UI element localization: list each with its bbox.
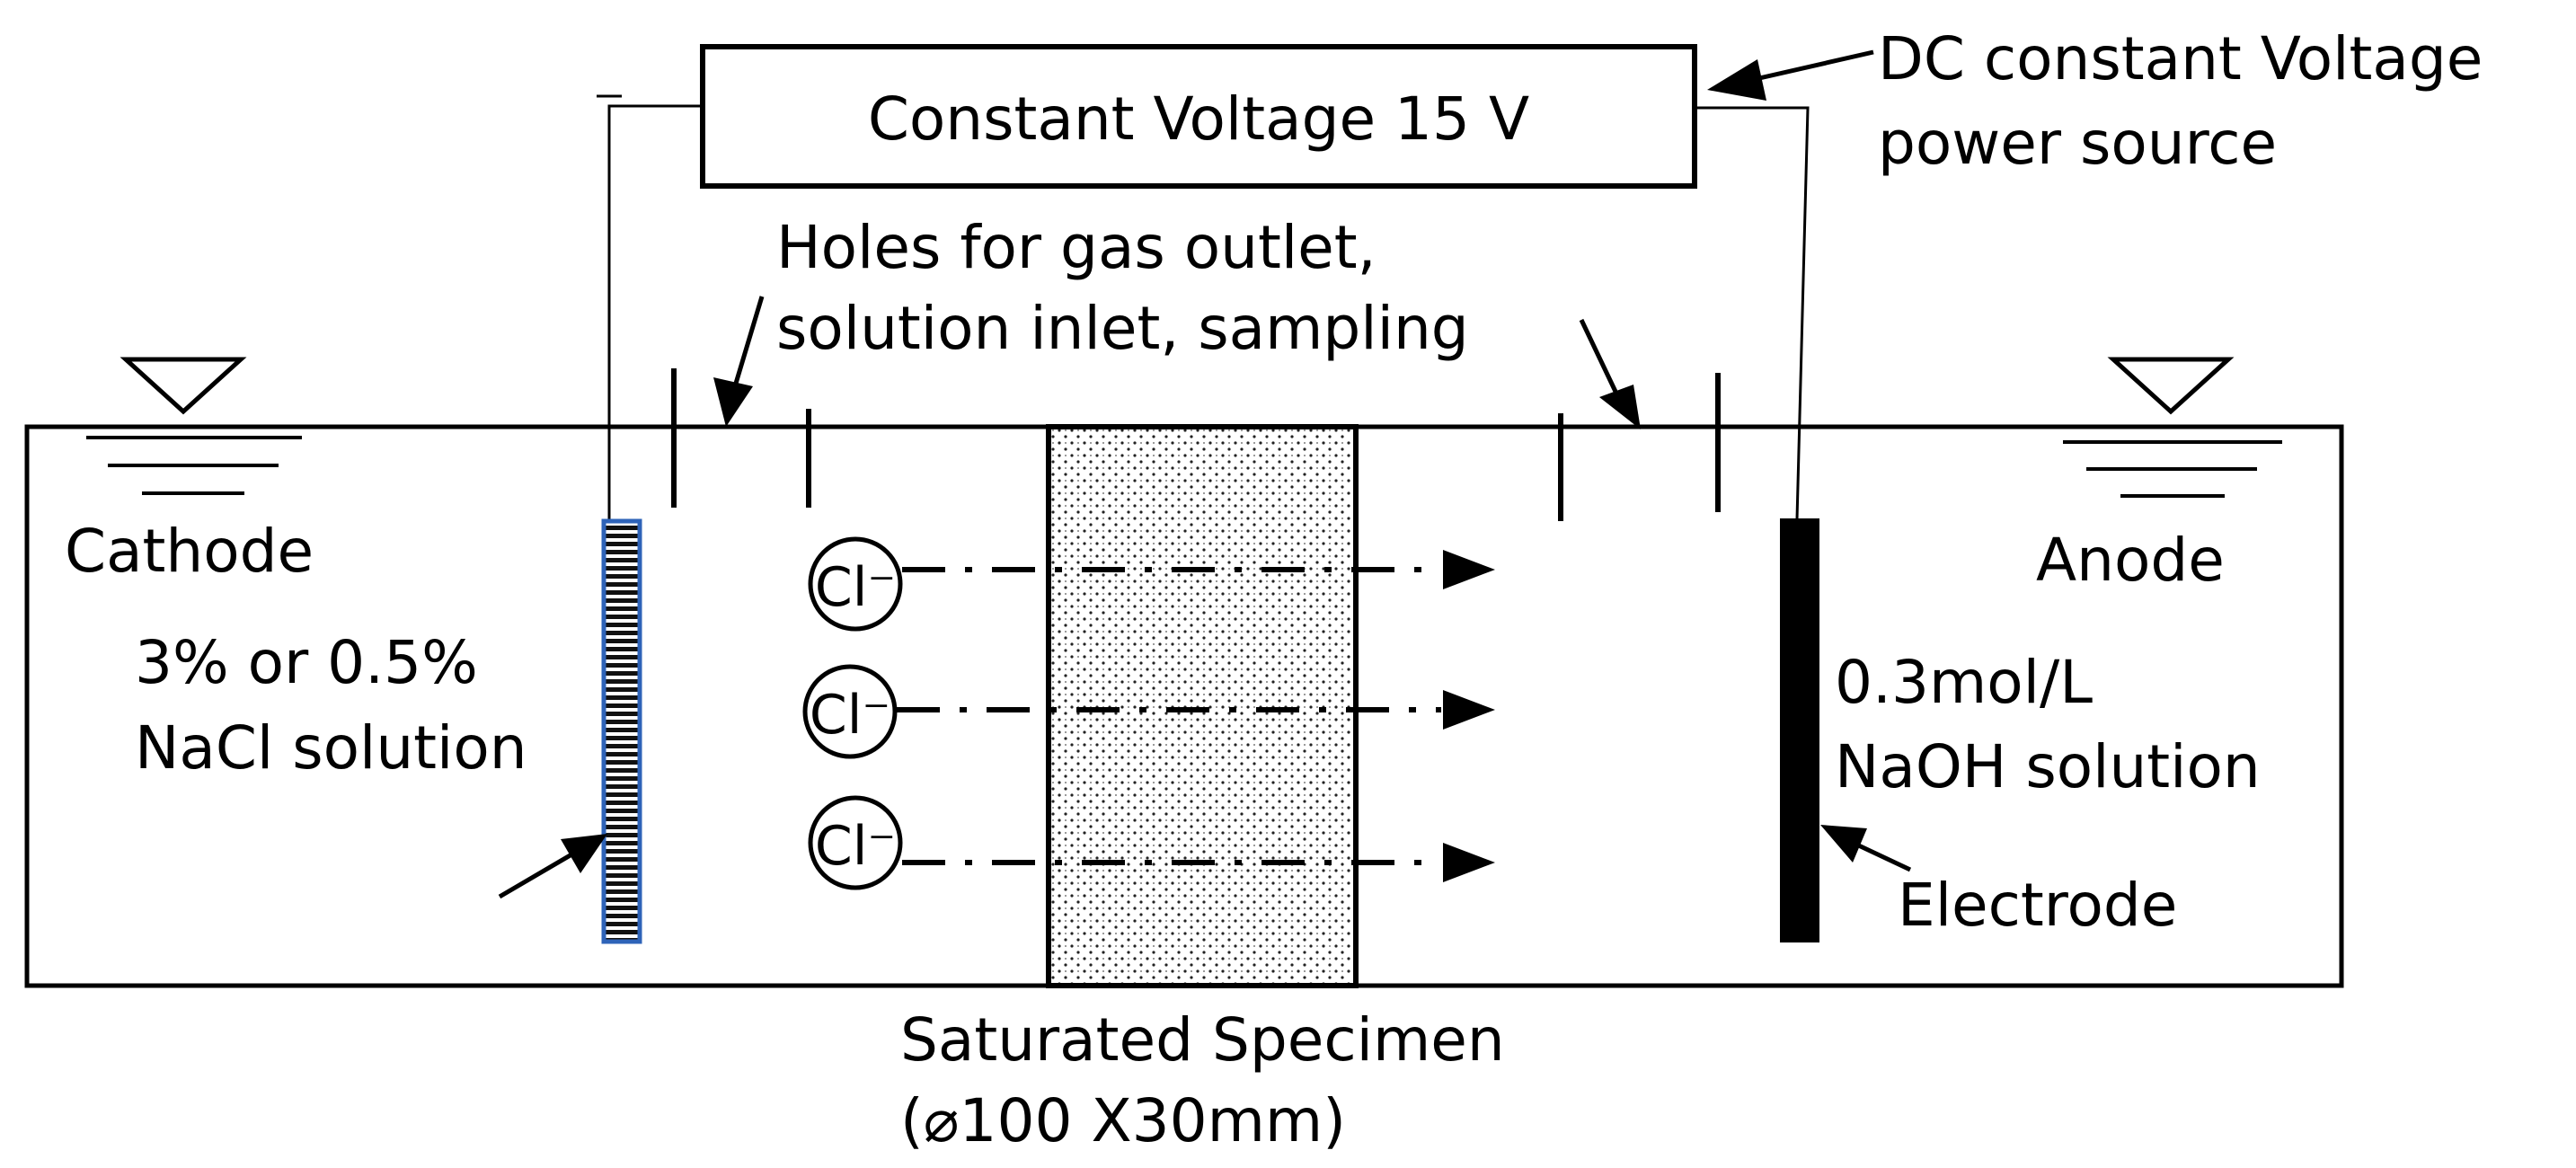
power-source-label: Constant Voltage 15 V (868, 84, 1529, 154)
holes-arrow-left (732, 296, 765, 387)
water-level-symbol (86, 357, 302, 495)
water-level-symbol (2063, 357, 2282, 498)
arrow-icon (1599, 385, 1641, 429)
arrow-icon (1707, 59, 1766, 101)
power-source-callout-arrow (1747, 49, 1874, 84)
arrow-icon (561, 834, 607, 873)
ion-label: Cl⁻ (810, 684, 890, 747)
specimen (1046, 424, 1359, 988)
ion-migration-arrow (902, 550, 1495, 589)
holes-label-line1: Holes for gas outlet, (776, 213, 1377, 282)
cathode-title: Cathode (65, 517, 314, 586)
cathode-electrode (601, 518, 642, 944)
cathode-solution-line1: 3% or 0.5% (135, 628, 478, 697)
chloride-ion-circle: Cl⁻ (808, 536, 903, 632)
power-source-box (700, 44, 1697, 189)
specimen-caption-line1: Saturated Specimen (900, 1005, 1505, 1075)
anode-electrode (1780, 518, 1819, 942)
electrode-label: Electrode (1898, 871, 2177, 940)
specimen-caption-line2: (⌀100 X30mm) (900, 1086, 1346, 1155)
anode-wire (1695, 106, 1810, 520)
ion-migration-arrow (897, 690, 1495, 730)
anode-solution-line1: 0.3mol/L (1835, 648, 2093, 717)
holes-arrow-right (1579, 318, 1620, 397)
anode-title: Anode (2036, 526, 2225, 595)
power-source-callout-line2: power source (1878, 109, 2277, 178)
power-source-callout-line1: DC constant Voltage (1878, 24, 2483, 93)
arrow-icon (713, 377, 753, 427)
ion-migration-arrow (902, 843, 1495, 882)
holes-label-line2: solution inlet, sampling (776, 294, 1469, 363)
ion-label: Cl⁻ (815, 815, 896, 878)
cathode-solution-line2: NaCl solution (135, 713, 527, 783)
chloride-ion-circle: Cl⁻ (802, 664, 898, 759)
anode-solution-line2: NaOH solution (1835, 732, 2261, 801)
chloride-ion-circle: Cl⁻ (808, 795, 903, 890)
cathode-electrode-arrow (498, 851, 575, 899)
ion-group: Cl⁻ Cl⁻ Cl⁻ (802, 536, 903, 890)
ion-label: Cl⁻ (815, 556, 896, 619)
arrow-icon (1820, 825, 1867, 863)
cathode-wire (607, 104, 703, 521)
